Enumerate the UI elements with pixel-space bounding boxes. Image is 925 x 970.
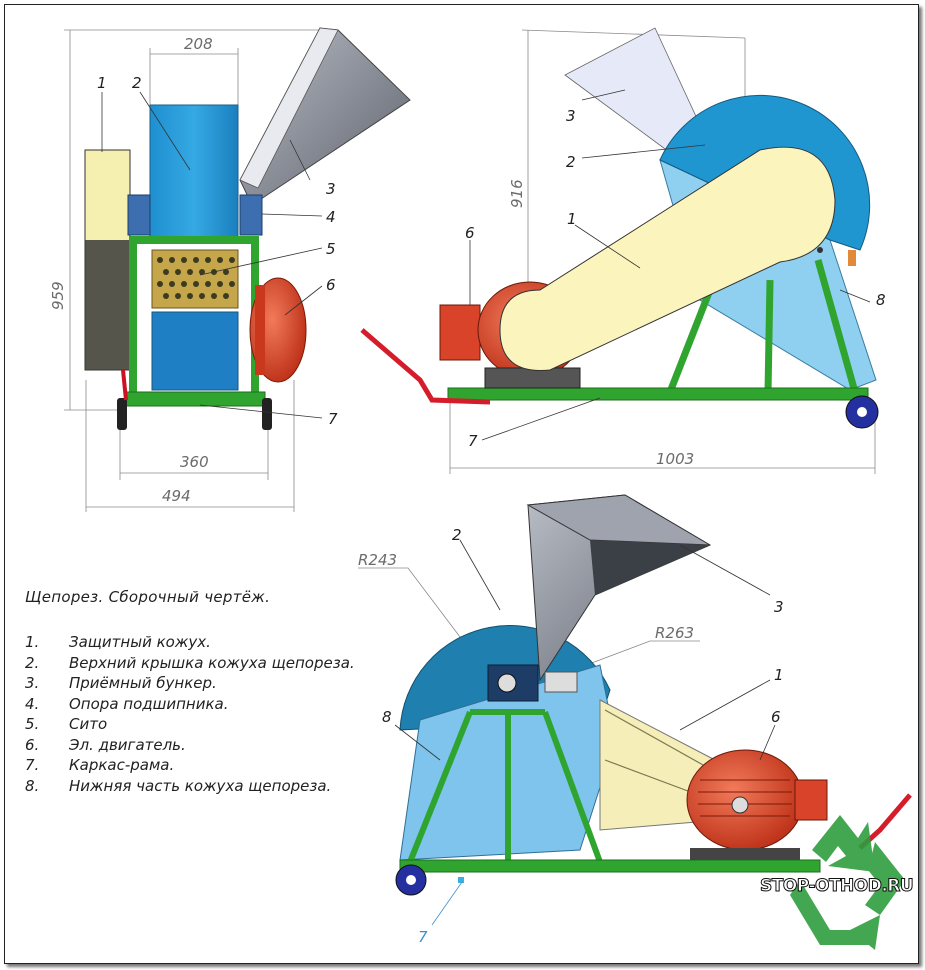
legend-item-number: 5. xyxy=(25,715,40,733)
iso-callout-6: 6 xyxy=(771,708,781,726)
iso-frame-base xyxy=(399,859,821,873)
side-callout-1: 1 xyxy=(567,210,577,228)
side-view: 916 1003 xyxy=(360,27,886,474)
legend-item-text: Верхний крышка кожуха щепореза. xyxy=(69,653,355,672)
legend-item: 8. Нижняя часть кожуха щепореза. xyxy=(25,776,415,797)
legend: Щепорез. Сборочный чертёж. 1. Защитный ко… xyxy=(25,588,415,796)
legend-item-text: Защитный кожух. xyxy=(69,633,211,651)
dim-front-base-inner: 360 xyxy=(180,453,209,471)
front-callout-3: 3 xyxy=(326,180,336,198)
side-latch xyxy=(848,250,856,266)
legend-item-text: Приёмный бункер. xyxy=(69,674,217,692)
side-wheel-hub xyxy=(857,407,867,417)
dim-radius-outer: R263 xyxy=(655,624,694,642)
iso-hopper-inside xyxy=(590,540,710,595)
front-motor-flange xyxy=(255,285,265,375)
legend-item-text: Эл. двигатель. xyxy=(69,735,186,754)
front-callout-1: 1 xyxy=(97,74,107,92)
iso-callout-8: 8 xyxy=(382,708,392,726)
front-frame-base xyxy=(124,391,266,407)
iso-frame-marker xyxy=(458,877,464,883)
legend-item: 6. Эл. двигатель. xyxy=(25,735,415,756)
side-motor-mount xyxy=(484,367,581,389)
side-bolt xyxy=(817,247,823,253)
legend-item: 2. Верхний крышка кожуха щепореза. xyxy=(25,653,415,674)
iso-callout-7: 7 xyxy=(418,928,428,946)
front-housing xyxy=(149,104,239,241)
dim-side-height: 916 xyxy=(508,179,526,208)
legend-item-number: 1. xyxy=(25,633,40,651)
front-bearing-left xyxy=(127,194,151,236)
iso-callout-2: 2 xyxy=(452,526,462,544)
iso-callout-leaders xyxy=(394,539,776,761)
side-callout-2: 2 xyxy=(566,153,576,171)
iso-callout-7-leader xyxy=(431,881,463,926)
dim-side-length: 1003 xyxy=(656,450,694,468)
front-wheel-left xyxy=(117,398,127,430)
legend-item-text: Опора подшипника. xyxy=(69,694,229,713)
side-motor-box xyxy=(439,304,481,361)
watermark-text: STOP-OTHOD.RU xyxy=(759,876,914,897)
legend-item: 3. Приёмный бункер. xyxy=(25,673,415,694)
front-wheel-right xyxy=(262,398,272,430)
front-belt-guard xyxy=(85,240,130,370)
side-handle xyxy=(360,328,491,405)
side-callout-3: 3 xyxy=(566,107,576,125)
legend-item-text: Сито xyxy=(69,715,108,733)
front-callout-5: 5 xyxy=(326,240,336,258)
legend-title: Щепорез. Сборочный чертёж. xyxy=(25,588,271,606)
iso-bearing xyxy=(487,664,539,702)
legend-item-text: Нижняя часть кожуха щепореза. xyxy=(69,776,332,795)
legend-item-number: 4. xyxy=(25,694,40,713)
side-frame-legs xyxy=(666,259,859,394)
iso-frame-legs xyxy=(407,709,603,864)
legend-item-number: 2. xyxy=(25,653,40,672)
recycle-icon xyxy=(790,815,905,950)
front-handle xyxy=(121,369,128,401)
legend-item-text: Каркас-рама. xyxy=(69,756,175,774)
legend-item: 1. Защитный кожух. xyxy=(25,632,415,653)
iso-callout-3: 3 xyxy=(774,598,784,616)
legend-item: 4. Опора подшипника. xyxy=(25,694,415,715)
iso-motor-mount xyxy=(690,848,800,860)
front-callout-6: 6 xyxy=(326,276,336,294)
front-bearing-right xyxy=(239,194,263,236)
front-dimension-lines xyxy=(64,29,330,512)
legend-item: 5. Сито xyxy=(25,714,415,735)
front-callout-7: 7 xyxy=(328,410,338,428)
side-callout-8: 8 xyxy=(876,291,886,309)
dim-front-base-outer: 494 xyxy=(162,487,191,505)
front-callout-leaders xyxy=(101,91,323,419)
iso-callout-1: 1 xyxy=(774,666,784,684)
front-view: 208 959 360 494 xyxy=(49,27,411,512)
dim-front-top: 208 xyxy=(184,35,213,53)
legend-item-number: 8. xyxy=(25,776,40,795)
legend-item: 7. Каркас-рама. xyxy=(25,755,415,776)
front-lower-housing xyxy=(151,311,239,391)
side-guard xyxy=(499,146,836,371)
front-callout-4: 4 xyxy=(326,208,336,226)
legend-item-number: 7. xyxy=(25,756,40,774)
side-callout-6: 6 xyxy=(465,224,475,242)
isometric-view: R243 R263 xyxy=(358,494,912,946)
iso-motor-shaft xyxy=(731,796,749,814)
legend-item-number: 6. xyxy=(25,735,40,754)
side-callout-7: 7 xyxy=(468,432,478,450)
side-callout-leaders xyxy=(469,89,871,441)
iso-bracket xyxy=(544,671,578,693)
side-frame-base xyxy=(447,387,869,401)
legend-item-number: 3. xyxy=(25,674,40,692)
front-hopper-inner xyxy=(239,27,339,189)
iso-wheel-hub xyxy=(406,875,416,885)
dim-front-height: 959 xyxy=(49,281,67,310)
front-sieve-holes xyxy=(157,257,235,299)
front-callout-2: 2 xyxy=(132,74,142,92)
dim-radius-inner: R243 xyxy=(358,551,397,569)
iso-bearing-hub xyxy=(497,673,517,693)
iso-motor-box xyxy=(794,779,828,821)
